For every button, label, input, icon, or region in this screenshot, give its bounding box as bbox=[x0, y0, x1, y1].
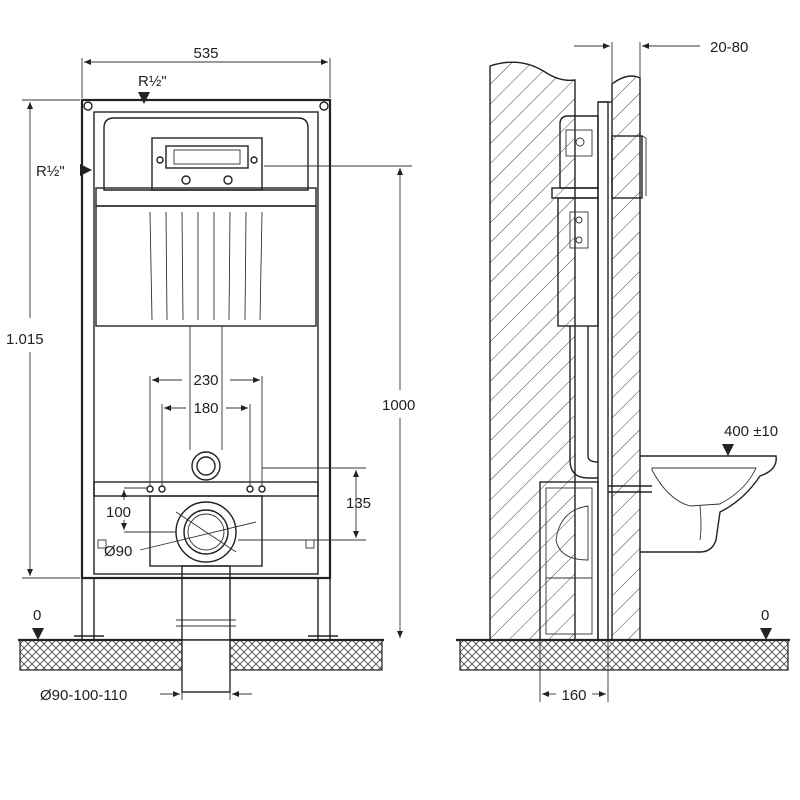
side-bolts bbox=[608, 485, 652, 493]
dim-bowl-height: 400 ±10 bbox=[722, 423, 778, 456]
tank-height-label: 1000 bbox=[382, 397, 415, 414]
side-view: 20-80 400 ±10 0 160 bbox=[456, 39, 790, 704]
frame-depth-label: 160 bbox=[561, 687, 586, 704]
dim-bolt-230: 230 bbox=[149, 372, 263, 486]
toilet-bowl bbox=[640, 455, 777, 553]
width-label: 535 bbox=[193, 45, 218, 62]
flush-outlet bbox=[191, 451, 221, 481]
top-inlet-label: R½" bbox=[138, 73, 167, 90]
flush-plate-opening bbox=[151, 137, 263, 191]
side-floor-zero-label: 0 bbox=[761, 607, 769, 624]
wall-thickness-label: 20-80 bbox=[710, 39, 748, 56]
side-inlet-marker: R½" bbox=[36, 163, 92, 180]
dim-bracket-135: 135 bbox=[238, 467, 371, 541]
side-flush-plate bbox=[611, 135, 647, 199]
side-inlet-label: R½" bbox=[36, 163, 65, 180]
cistern-ribs bbox=[149, 211, 263, 321]
dim-pipe-diameter: Ø90-100-110 bbox=[40, 670, 252, 704]
dim-width-535: 535 bbox=[81, 45, 331, 98]
dim-offset-100: 100 bbox=[106, 487, 176, 533]
dim-tank-height: 1000 bbox=[264, 165, 415, 638]
side-floor bbox=[456, 638, 790, 671]
side-flush-pipe bbox=[569, 326, 599, 479]
drain-connection bbox=[97, 495, 315, 567]
frame bbox=[80, 98, 332, 580]
dim-bolt-180: 180 bbox=[161, 400, 251, 486]
back-wall bbox=[489, 61, 576, 641]
front-wall bbox=[611, 75, 641, 641]
pipe-diameter-label: Ø90-100-110 bbox=[40, 687, 127, 704]
front-floor-zero: 0 bbox=[32, 607, 44, 640]
dim-overall-height: 1.015 bbox=[6, 99, 80, 579]
bracket-height-label: 135 bbox=[346, 495, 371, 512]
cistern bbox=[95, 117, 317, 327]
bolt-spacing-outer-label: 230 bbox=[193, 372, 218, 389]
front-floor-zero-label: 0 bbox=[33, 607, 41, 624]
bowl-height-label: 400 ±10 bbox=[724, 423, 778, 440]
drain-diameter-label: Ø90 bbox=[104, 543, 132, 560]
dim-frame-depth: 160 bbox=[539, 640, 609, 704]
dim-drain-diameter: Ø90 bbox=[104, 521, 257, 560]
bracket-offset-label: 100 bbox=[106, 504, 131, 521]
side-floor-zero: 0 bbox=[760, 607, 772, 640]
side-cistern bbox=[551, 115, 599, 327]
dim-wall-thickness: 20-80 bbox=[574, 39, 748, 84]
drain-pipe bbox=[176, 565, 236, 693]
front-view: 535 R½" R½" 1.015 1000 bbox=[6, 45, 415, 704]
bolt-spacing-inner-label: 180 bbox=[193, 400, 218, 417]
overall-height-label: 1.015 bbox=[6, 331, 44, 348]
side-drain-box bbox=[539, 481, 599, 641]
mounting-bar bbox=[93, 481, 319, 497]
top-inlet-marker: R½" bbox=[138, 73, 167, 104]
side-frame bbox=[597, 101, 612, 641]
